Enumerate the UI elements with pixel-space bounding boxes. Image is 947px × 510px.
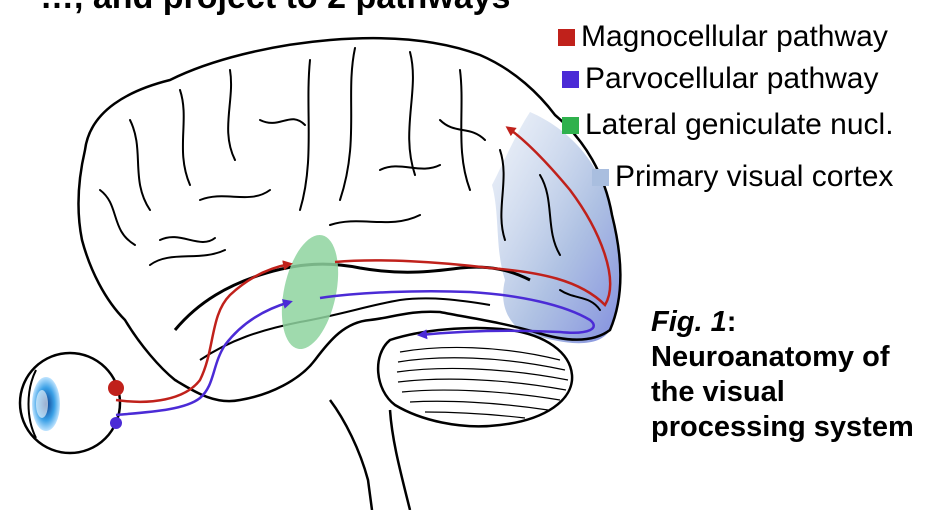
caption-colon: :: [727, 306, 737, 338]
legend-item-v1: Primary visual cortex: [592, 160, 893, 194]
legend-item-magnocellular: Magnocellular pathway: [558, 20, 888, 54]
brainstem-icon: [330, 400, 410, 510]
legend-item-lgn: Lateral geniculate nucl.: [562, 108, 894, 142]
caption-fig-label: Fig. 1: [651, 306, 727, 338]
legend-swatch-lgn: [562, 117, 579, 134]
legend-swatch-magnocellular: [558, 29, 575, 46]
figure-caption: Fig. 1: Neuroanatomy of the visual proce…: [651, 305, 914, 445]
caption-line-2: the visual: [651, 375, 914, 410]
legend-swatch-v1: [592, 169, 609, 186]
caption-line-3: processing system: [651, 410, 914, 445]
legend-swatch-parvocellular: [562, 71, 579, 88]
legend: Magnocellular pathway Parvocellular path…: [550, 0, 947, 220]
eye-icon: [20, 353, 124, 453]
caption-title-line: Fig. 1:: [651, 305, 914, 340]
caption-line-1: Neuroanatomy of: [651, 340, 914, 375]
legend-label-parvocellular: Parvocellular pathway: [585, 62, 878, 96]
legend-label-lgn: Lateral geniculate nucl.: [585, 108, 894, 142]
legend-label-magnocellular: Magnocellular pathway: [581, 20, 888, 54]
cerebellum-icon: [378, 328, 572, 426]
legend-label-v1: Primary visual cortex: [615, 160, 893, 194]
legend-item-parvocellular: Parvocellular pathway: [562, 62, 878, 96]
